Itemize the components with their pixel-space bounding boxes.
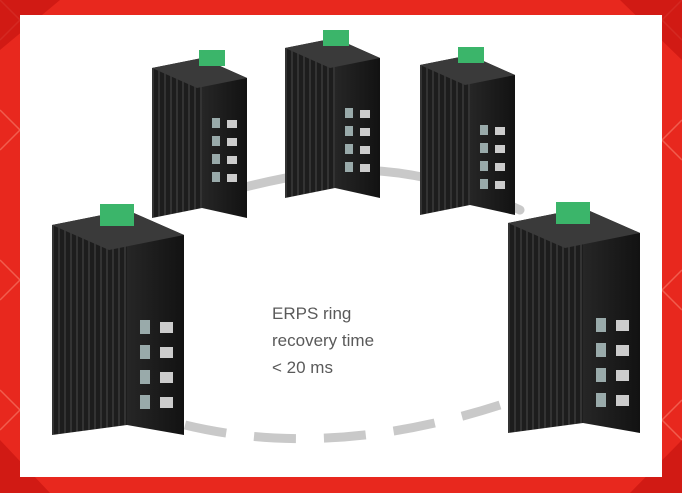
switch-bottom-left	[52, 204, 184, 435]
caption-line-3: < 20 ms	[272, 358, 333, 377]
switch-top-left	[152, 50, 247, 218]
caption-line-1: ERPS ring	[272, 304, 352, 323]
switch-top-right	[420, 47, 515, 215]
recovery-caption: ERPS ring recovery time < 20 ms	[272, 300, 374, 381]
switch-top-center	[285, 30, 380, 198]
caption-line-2: recovery time	[272, 331, 375, 350]
switch-bottom-right	[508, 202, 640, 433]
